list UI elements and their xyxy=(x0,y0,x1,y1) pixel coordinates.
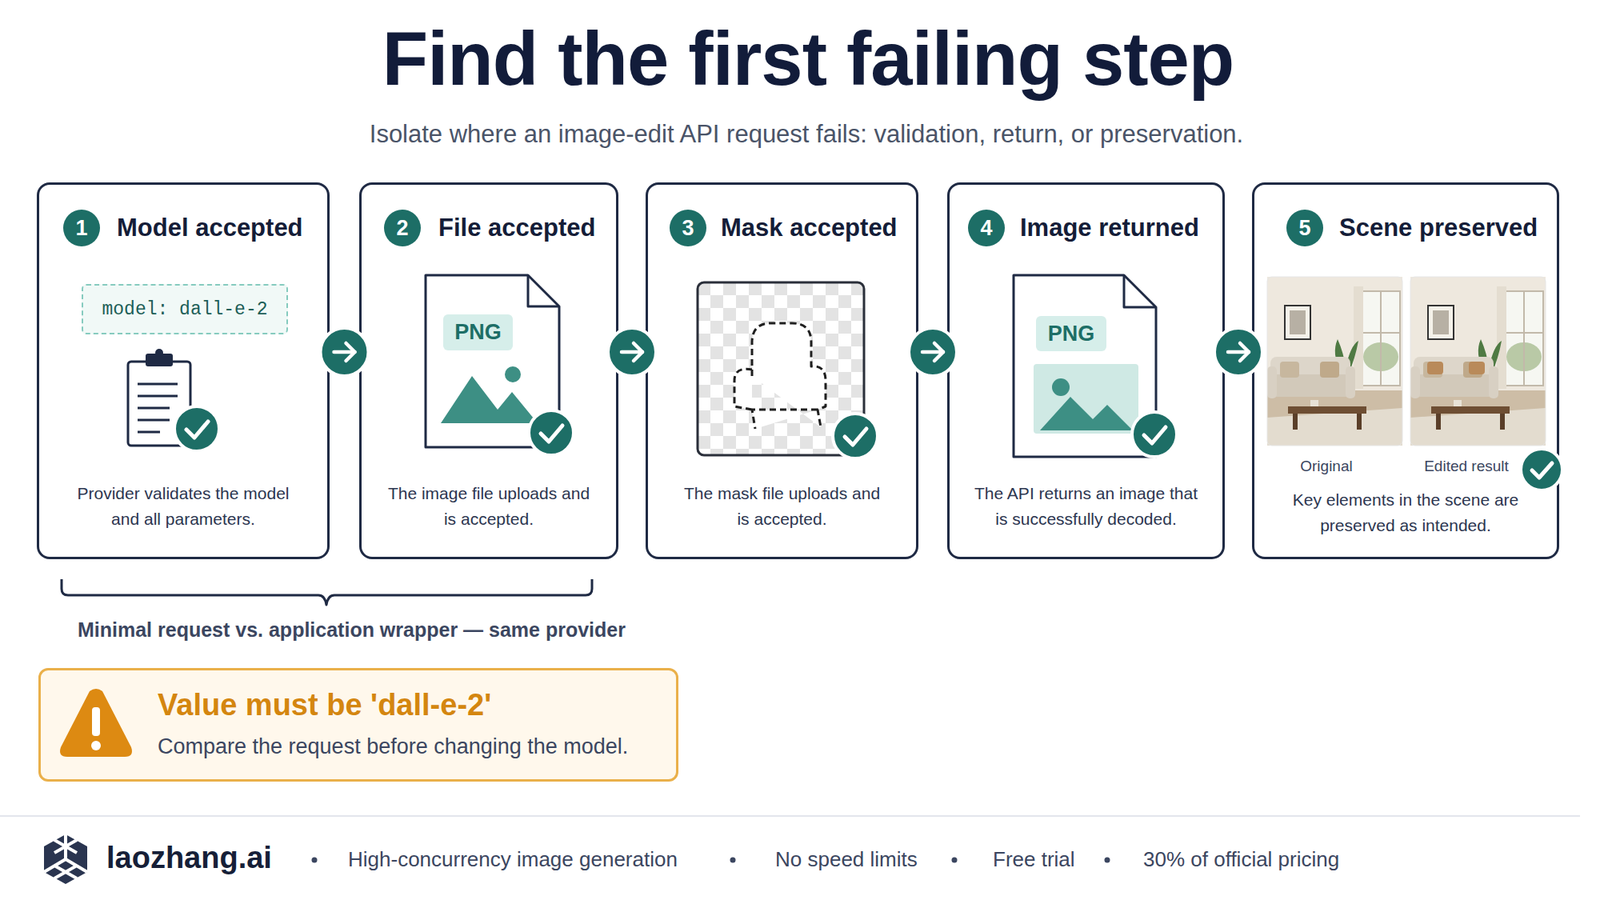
warning-text: Compare the request before changing the … xyxy=(157,734,628,760)
logo-icon xyxy=(44,834,88,884)
file-badge: PNG xyxy=(1036,316,1107,352)
step-heading: Scene preserved xyxy=(1339,212,1538,244)
flow-arrow xyxy=(608,328,656,376)
warning-box: Value must be 'dall-e-2' Compare the requ… xyxy=(38,668,679,782)
step-description: The API returns an image that is success… xyxy=(972,480,1200,532)
bracket xyxy=(61,579,592,605)
step-heading: Mask accepted xyxy=(720,212,898,244)
step-number: 3 xyxy=(669,209,707,247)
step-heading: Model accepted xyxy=(116,212,304,244)
step-number: 4 xyxy=(968,209,1005,247)
flow-arrow xyxy=(1214,328,1263,376)
code-box: model: dall-e-2 xyxy=(81,284,288,335)
step-description: Provider validates the model and all par… xyxy=(63,480,304,532)
step-heading: File accepted xyxy=(438,212,596,244)
file-badge: PNG xyxy=(443,314,513,351)
code-text: model: dall-e-2 xyxy=(101,299,268,320)
check-badge xyxy=(528,410,574,456)
tagline: No speed limits xyxy=(775,847,918,872)
step-number: 5 xyxy=(1286,209,1324,247)
photo-caption: Edited result xyxy=(1424,457,1509,476)
title: Find the first failing step xyxy=(382,14,1234,104)
brand-name: laozhang.ai xyxy=(106,840,272,876)
step-number: 2 xyxy=(384,209,421,247)
step-number-text: 5 xyxy=(1298,216,1311,241)
subtitle: Isolate where an image-edit API request … xyxy=(369,118,1244,151)
step-number: 1 xyxy=(63,209,100,247)
photo-caption: Original xyxy=(1300,457,1352,476)
tagline: High-concurrency image generation xyxy=(348,847,678,872)
step-description: Key elements in the scene are preserved … xyxy=(1289,487,1522,539)
step-number-text: 3 xyxy=(681,216,694,241)
check-badge xyxy=(1132,412,1177,457)
badge-text: PNG xyxy=(454,320,502,345)
step-number-text: 1 xyxy=(75,216,88,241)
footer-rule xyxy=(0,815,1580,817)
step-heading: Image returned xyxy=(1020,212,1200,244)
tagline: Free trial xyxy=(992,847,1076,872)
step-description: The mask file uploads and is accepted. xyxy=(680,480,884,532)
badge-text: PNG xyxy=(1048,321,1096,347)
step-number-text: 2 xyxy=(396,216,408,241)
step-number-text: 4 xyxy=(980,216,992,241)
warning-title: Value must be 'dall-e-2' xyxy=(157,688,492,723)
check-badge xyxy=(174,406,220,452)
flow-arrow xyxy=(908,328,957,376)
check-badge xyxy=(832,413,878,459)
check-badge xyxy=(1520,448,1563,491)
tagline: 30% of official pricing xyxy=(1143,847,1340,872)
step-description: The image file uploads and is accepted. xyxy=(384,480,593,532)
flow-arrow xyxy=(320,328,369,376)
bracket-label: Minimal request vs. application wrapper … xyxy=(77,618,626,642)
